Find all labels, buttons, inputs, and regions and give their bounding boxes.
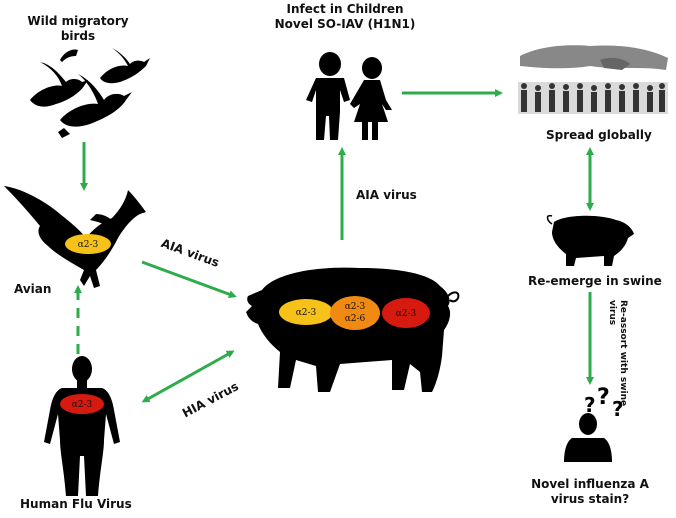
infect-children-line-2: Novel SO-IAV (H1N1) — [274, 17, 416, 31]
infect-children-label: Infect in Children Novel SO-IAV (H1N1) — [270, 2, 420, 32]
human-body-icon — [44, 356, 120, 496]
reassort-line-1: Re-assort with swine — [618, 300, 628, 407]
avian-receptor-ellipse — [65, 234, 111, 254]
svg-text:?: ? — [597, 385, 610, 410]
infect-children-line-1: Infect in Children — [286, 2, 404, 16]
avian-label: Avian — [14, 282, 52, 296]
world-crowd-icon — [518, 45, 668, 114]
novel-influenza-line-1: Novel influenza A — [531, 477, 649, 491]
pig-receptor-left-label: α2-3 — [296, 308, 317, 318]
small-pig-icon — [546, 214, 634, 266]
reassort-line-2: virus — [607, 300, 617, 326]
human-flu-label: Human Flu Virus — [20, 497, 132, 511]
wild-birds-line-1: Wild migratory — [27, 14, 129, 28]
wild-birds-label: Wild migratory birds — [18, 14, 138, 44]
human-receptor-ellipse — [60, 394, 104, 414]
avian-receptor-label: α2-3 — [78, 240, 99, 250]
pig-receptor-right-label: α2-3 — [396, 309, 417, 319]
reassort-label: Re-assort with swine virus — [606, 300, 628, 406]
pig-receptor-left — [279, 299, 333, 325]
re-emerge-label: Re-emerge in swine — [528, 274, 662, 288]
goose-flock-icon — [30, 48, 150, 138]
novel-influenza-label: Novel influenza A virus stain? — [520, 477, 660, 507]
children-icon — [306, 52, 392, 140]
svg-text:?: ? — [584, 393, 596, 417]
arrow-human-pig — [141, 350, 235, 403]
svg-text:?: ? — [612, 397, 624, 421]
pig-receptor-right — [382, 298, 430, 328]
human-receptor-label: α2-3 — [72, 400, 93, 410]
pig-receptor-mid — [330, 296, 380, 330]
novel-influenza-line-2: virus stain? — [550, 492, 630, 506]
pig-receptor-mid-bottom-label: α2-6 — [345, 314, 366, 324]
arrow-avian-to-pig — [141, 260, 237, 299]
wild-birds-line-2: birds — [60, 29, 96, 43]
thinking-person-icon: ? ? ? — [564, 385, 624, 462]
pig-receptor-mid-top-label: α2-3 — [345, 302, 366, 312]
spread-globally-label: Spread globally — [546, 128, 652, 142]
aia-virus-upper-label: AIA virus — [356, 188, 417, 202]
transmission-arrows — [74, 89, 594, 403]
